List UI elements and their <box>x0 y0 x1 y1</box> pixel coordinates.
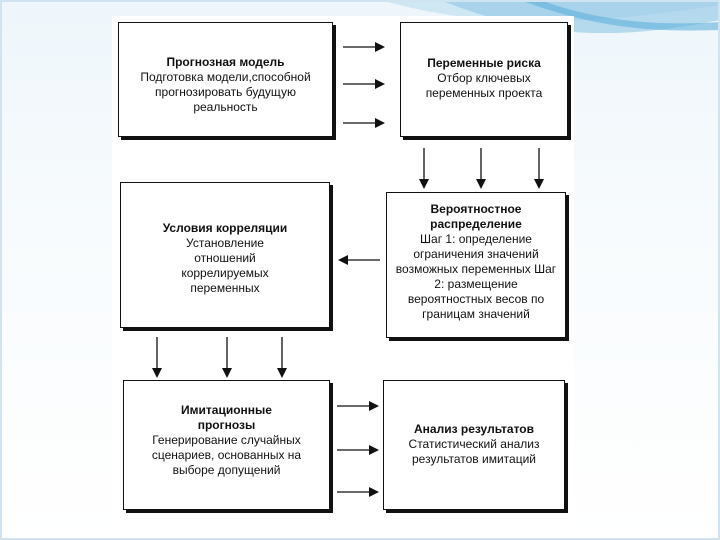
forecast-model-title: Прогнозная модель <box>166 55 285 69</box>
results-text: Статистический анализ результатов имитац… <box>408 437 540 466</box>
probability-box: Вероятностное распределение Шаг 1: опред… <box>386 192 566 338</box>
correlation-text: Установление отношений коррелируемых пер… <box>181 236 269 295</box>
risk-variables-text: Отбор ключевых переменных проекта <box>425 71 543 100</box>
simulation-title: Имитационные прогнозы <box>181 403 272 432</box>
results-box: Анализ результатов Статистический анализ… <box>383 380 565 510</box>
simulation-box: Имитационные прогнозы Генерирование случ… <box>123 380 330 510</box>
forecast-model-text: Подготовка модели,способной прогнозирова… <box>140 70 311 114</box>
results-title: Анализ результатов <box>414 422 534 436</box>
correlation-box: Условия корреляции Установление отношени… <box>120 182 330 328</box>
risk-variables-box: Переменные риска Отбор ключевых переменн… <box>400 22 568 137</box>
probability-title: Вероятностное распределение <box>430 202 522 231</box>
correlation-title: Условия корреляции <box>162 221 288 235</box>
risk-variables-title: Переменные риска <box>427 56 541 70</box>
forecast-model-box: Прогнозная модель Подготовка модели,спос… <box>118 22 333 137</box>
probability-text: Шаг 1: определение ограничения значений … <box>395 232 557 321</box>
simulation-text: Генерирование случайных сценариев, основ… <box>151 433 302 477</box>
